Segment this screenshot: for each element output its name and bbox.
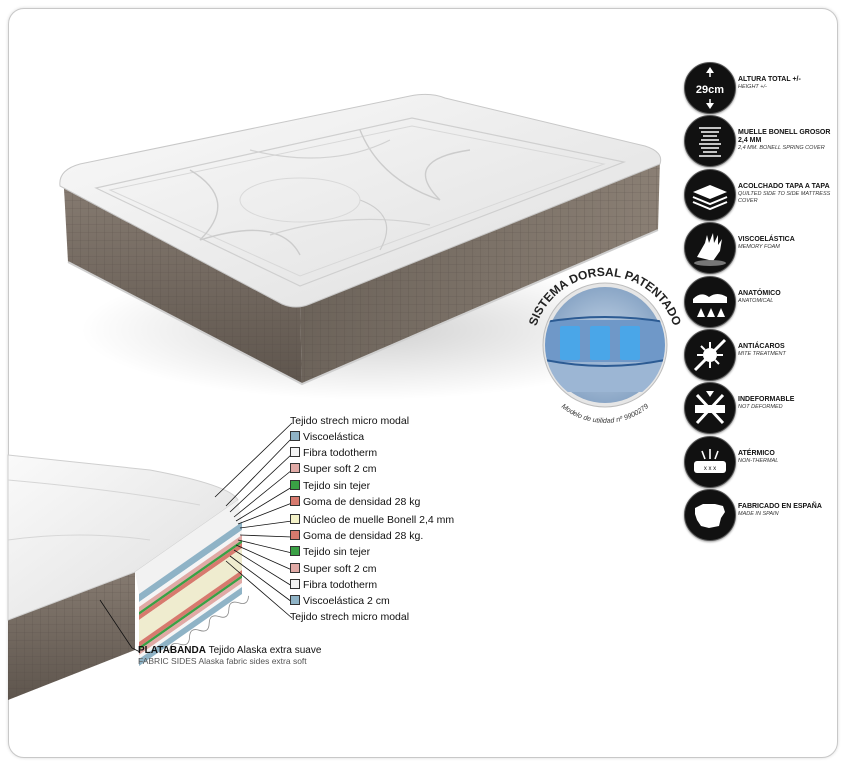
layer-item: Tejido sin tejer: [290, 546, 370, 561]
layer-item: Goma de densidad 28 kg.: [290, 530, 423, 545]
spain-map-icon: [684, 489, 736, 541]
feature-subtitle: QUILTED SIDE TO SIDE MATTRESS COVER: [738, 191, 831, 204]
fabric-sides-es: PLATABANDA Tejido Alaska extra suave: [138, 645, 322, 656]
feature-title: FABRICADO EN ESPAÑA: [738, 503, 822, 510]
height-29cm-icon: 29cm: [684, 62, 736, 114]
feature-subtitle: ANATOMICAL: [738, 298, 774, 304]
patent-model: Modelo de utilidad nº 9900279: [560, 403, 650, 425]
feature-height: 29cm ALTURA TOTAL +/-HEIGHT +/-: [684, 62, 834, 114]
layer-item: Super soft 2 cm: [290, 563, 377, 578]
anti-mite-icon: [684, 329, 736, 381]
layer-item: Tejido sin tejer: [290, 480, 370, 495]
layer-swatch: [290, 546, 300, 556]
spring-icon: [684, 115, 736, 167]
layer-swatch: [290, 480, 300, 490]
svg-text:29cm: 29cm: [696, 84, 724, 96]
layer-swatch: [290, 496, 300, 506]
svg-text:x x x: x x x: [704, 466, 716, 472]
feature-subtitle: NON-THERMAL: [738, 458, 779, 464]
non-deformable-icon: [684, 382, 736, 434]
feature-title: ALTURA TOTAL +/-: [738, 76, 801, 83]
feature-title: ACOLCHADO TAPA A TAPA: [738, 183, 830, 190]
feature-title: ANTIÁCAROS: [738, 343, 785, 350]
feature-subtitle: MITE TREATMENT: [738, 351, 786, 357]
main-mattress: [59, 93, 662, 386]
feature-title: MUELLE BONELL GROSOR 2,4 mm: [738, 129, 831, 144]
layer-swatch: [290, 431, 300, 441]
layer-swatch: [290, 595, 300, 605]
layer-swatch: [290, 447, 300, 457]
feature-title: ATÉRMICO: [738, 450, 775, 457]
layer-item: Viscoelástica 2 cm: [290, 595, 390, 610]
feature-spring: MUELLE BONELL GROSOR 2,4 mm2,4 MM. BONEL…: [684, 115, 834, 167]
feature-subtitle: 2,4 MM. BONELL SPRING COVER: [738, 145, 825, 151]
layer-swatch: [290, 579, 300, 589]
layer-item: Núcleo de muelle Bonell 2,4 mm: [290, 514, 454, 529]
feature-title: VISCOELÁSTICA: [738, 236, 795, 243]
fabric-sides-en: FABRIC SIDES Alaska fabric sides extra s…: [138, 656, 307, 666]
feature-title: INDEFORMABLE: [738, 396, 795, 403]
feature-subtitle: MADE IN SPAIN: [738, 511, 779, 517]
anatomic-icon: [684, 276, 736, 328]
layer-swatch: [290, 563, 300, 573]
layer-item: Fibra todotherm: [290, 447, 377, 462]
athermic-icon: x x x: [684, 436, 736, 488]
layer-swatch: [290, 514, 300, 524]
layer-item: Tejido strech micro modal: [290, 611, 410, 623]
feature-subtitle: NOT DEFORMED: [738, 404, 783, 410]
patent-title: SISTEMA DORSAL PATENTADO: [526, 265, 684, 328]
layer-item: Tejido strech micro modal: [290, 415, 410, 427]
hand-print-icon: [684, 222, 736, 274]
layer-swatch: [290, 463, 300, 473]
layer-item: Fibra todotherm: [290, 579, 377, 594]
layer-item: Super soft 2 cm: [290, 463, 377, 478]
layer-item: Goma de densidad 28 kg: [290, 496, 420, 511]
layer-item: Viscoelástica: [290, 431, 364, 446]
fabric-sides-caption: PLATABANDA Tejido Alaska extra suave FAB…: [138, 645, 321, 666]
feature-subtitle: MEMORY FOAM: [738, 244, 780, 250]
patent-badge: [542, 282, 668, 408]
cross-section-mattress: [7, 422, 293, 700]
feature-title: ANATÓMICO: [738, 290, 781, 297]
feature-subtitle: HEIGHT +/-: [738, 84, 767, 90]
layers-icon: [684, 169, 736, 221]
layer-swatch: [290, 530, 300, 540]
